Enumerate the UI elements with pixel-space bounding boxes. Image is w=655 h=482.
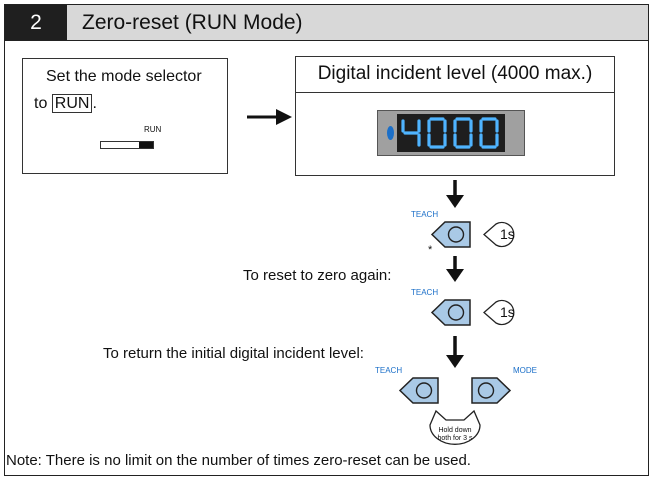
teach-button-1[interactable] (430, 221, 471, 248)
section-header: 2 Zero-reset (RUN Mode) (5, 5, 648, 41)
instruction-prefix: to (34, 95, 48, 112)
teach-button-3[interactable] (398, 377, 439, 404)
lcd-display (377, 110, 525, 156)
digit-segments (401, 117, 499, 149)
asterisk-mark: * (428, 244, 433, 256)
mode-selector-box: Set the mode selector to RUN. RUN (22, 58, 228, 174)
digital-level-box: Digital incident level (4000 max.) (295, 56, 615, 176)
lcd-digits (397, 114, 505, 152)
teach-label-2: TEACH (411, 288, 439, 297)
right-arrow (247, 109, 292, 125)
mode-selector-switch (100, 141, 154, 149)
teach-label-3: TEACH (375, 366, 403, 375)
switch-run-label: RUN (144, 125, 162, 134)
teach-button-2[interactable] (430, 299, 471, 326)
down-arrow-3 (446, 336, 464, 368)
down-arrow-1 (446, 180, 464, 208)
hold-time-2: 1s (500, 304, 515, 320)
hold-both-line2: both for 3 s (437, 435, 473, 442)
instruction-suffix: . (92, 95, 97, 112)
step-number: 2 (5, 5, 67, 40)
hold-time-1: 1s (500, 226, 515, 242)
teach-label-1: TEACH (411, 210, 439, 219)
reset-again-text: To reset to zero again: (243, 267, 392, 284)
instruction-line1: Set the mode selector (46, 68, 202, 85)
digital-level-title: Digital incident level (4000 max.) (296, 57, 614, 93)
mode-label: MODE (513, 366, 537, 375)
hold-both-line1: Hold down (438, 427, 472, 434)
run-boxed-label: RUN (51, 94, 93, 113)
footer-note: Note: There is no limit on the number of… (6, 452, 471, 469)
mode-button[interactable] (471, 377, 512, 404)
section-title: Zero-reset (RUN Mode) (82, 11, 303, 34)
hold-bubble (429, 409, 481, 445)
procedure-frame: 2 Zero-reset (RUN Mode) (4, 4, 649, 476)
time-bubble-1 (483, 221, 515, 248)
indicator-led (387, 126, 394, 140)
return-initial-text: To return the initial digital incident l… (103, 345, 364, 362)
time-bubble-2 (483, 299, 515, 326)
down-arrow-2 (446, 256, 464, 282)
instruction-line2: to RUN. (34, 94, 97, 113)
switch-knob (139, 142, 153, 148)
